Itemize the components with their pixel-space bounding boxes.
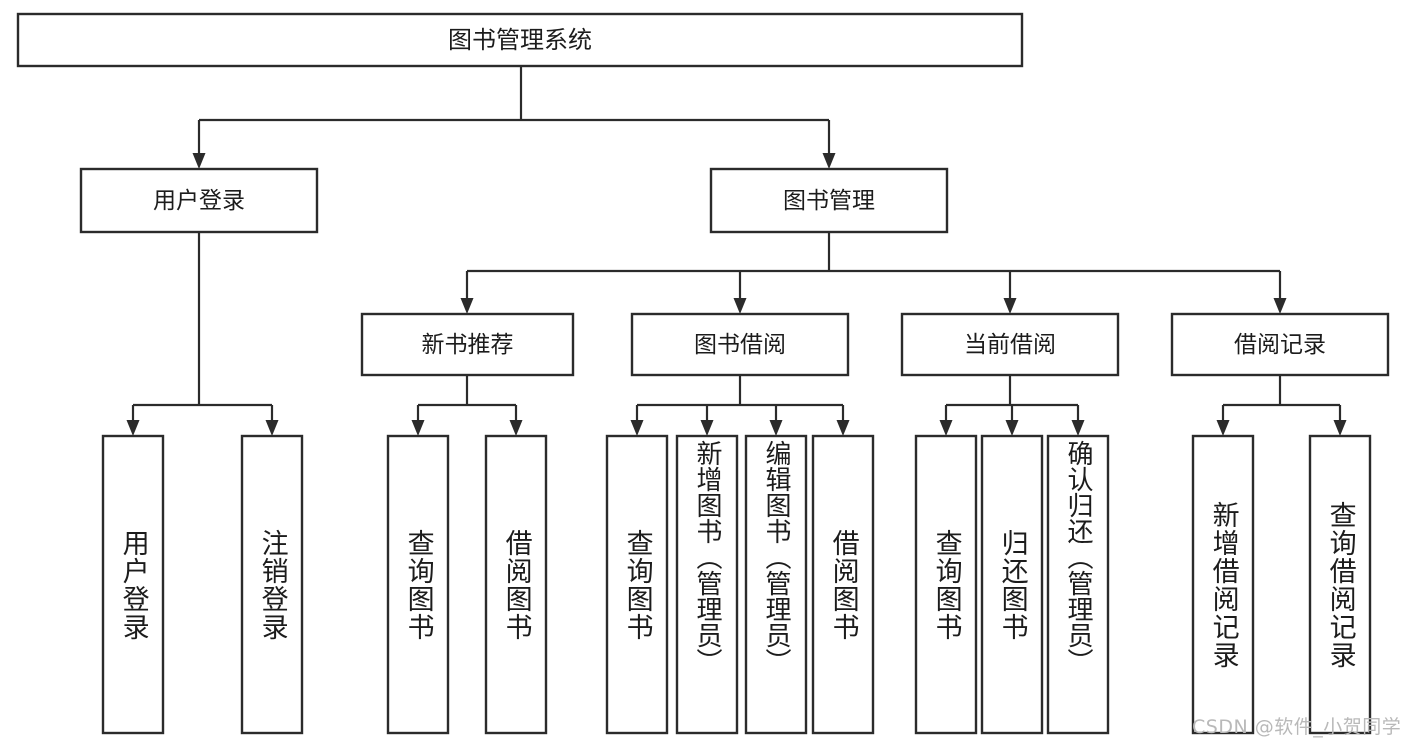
node-boxes	[16, 12, 1390, 735]
root-node-box[interactable]	[16, 12, 1024, 68]
arrow-head-icon	[509, 420, 523, 436]
node-current-borrow-label: 当前借阅	[964, 332, 1056, 358]
leaf-leaf-borrow-book-2-box[interactable]	[811, 434, 875, 735]
leaf-leaf-confirm-return-box[interactable]	[1046, 434, 1110, 735]
leaf-leaf-logout-box[interactable]	[240, 434, 304, 735]
arrow-head-icon	[192, 153, 206, 169]
arrow-head-icon	[1003, 298, 1017, 314]
node-borrow-record-label: 借阅记录	[1234, 332, 1326, 358]
node-book-borrow-box[interactable]	[630, 312, 850, 377]
csdn-watermark: CSDN @软件_小贺同学	[1192, 716, 1402, 738]
arrow-head-icon	[460, 298, 474, 314]
arrow-head-icon	[836, 420, 850, 436]
arrow-head-icon	[1005, 420, 1019, 436]
node-borrow-record-box[interactable]	[1170, 312, 1390, 377]
arrow-head-icon	[700, 420, 714, 436]
arrow-head-icon	[733, 298, 747, 314]
arrow-head-icon	[769, 420, 783, 436]
arrow-head-icon	[265, 420, 279, 436]
leaf-leaf-return-book-box[interactable]	[980, 434, 1044, 735]
arrow-head-icon	[1071, 420, 1085, 436]
node-new-book-recommend-box[interactable]	[360, 312, 575, 377]
node-book-manage-label: 图书管理	[783, 188, 875, 214]
connector-lines	[126, 66, 1347, 436]
leaf-leaf-query-book-3-box[interactable]	[914, 434, 978, 735]
node-user-login-box[interactable]	[79, 167, 319, 234]
arrow-head-icon	[1333, 420, 1347, 436]
node-book-manage-box[interactable]	[709, 167, 949, 234]
leaf-leaf-borrow-book-1-box[interactable]	[484, 434, 548, 735]
leaf-leaf-query-book-1-box[interactable]	[386, 434, 450, 735]
node-book-borrow-label: 图书借阅	[694, 332, 786, 358]
node-new-book-recommend-label: 新书推荐	[422, 332, 514, 358]
arrow-head-icon	[411, 420, 425, 436]
arrow-head-icon	[630, 420, 644, 436]
arrow-head-icon	[1216, 420, 1230, 436]
arrow-head-icon	[126, 420, 140, 436]
arrow-head-icon	[939, 420, 953, 436]
leaf-leaf-query-record-box[interactable]	[1308, 434, 1372, 735]
leaf-leaf-query-book-2-box[interactable]	[605, 434, 669, 735]
arrow-head-icon	[822, 153, 836, 169]
leaf-leaf-add-record-box[interactable]	[1191, 434, 1255, 735]
node-current-borrow-box[interactable]	[900, 312, 1120, 377]
node-user-login-label: 用户登录	[153, 188, 245, 214]
leaf-leaf-user-login-box[interactable]	[101, 434, 165, 735]
arrow-head-icon	[1273, 298, 1287, 314]
leaf-leaf-edit-book-box[interactable]	[744, 434, 808, 735]
root-node-label: 图书管理系统	[448, 26, 592, 54]
leaf-leaf-add-book-box[interactable]	[675, 434, 739, 735]
